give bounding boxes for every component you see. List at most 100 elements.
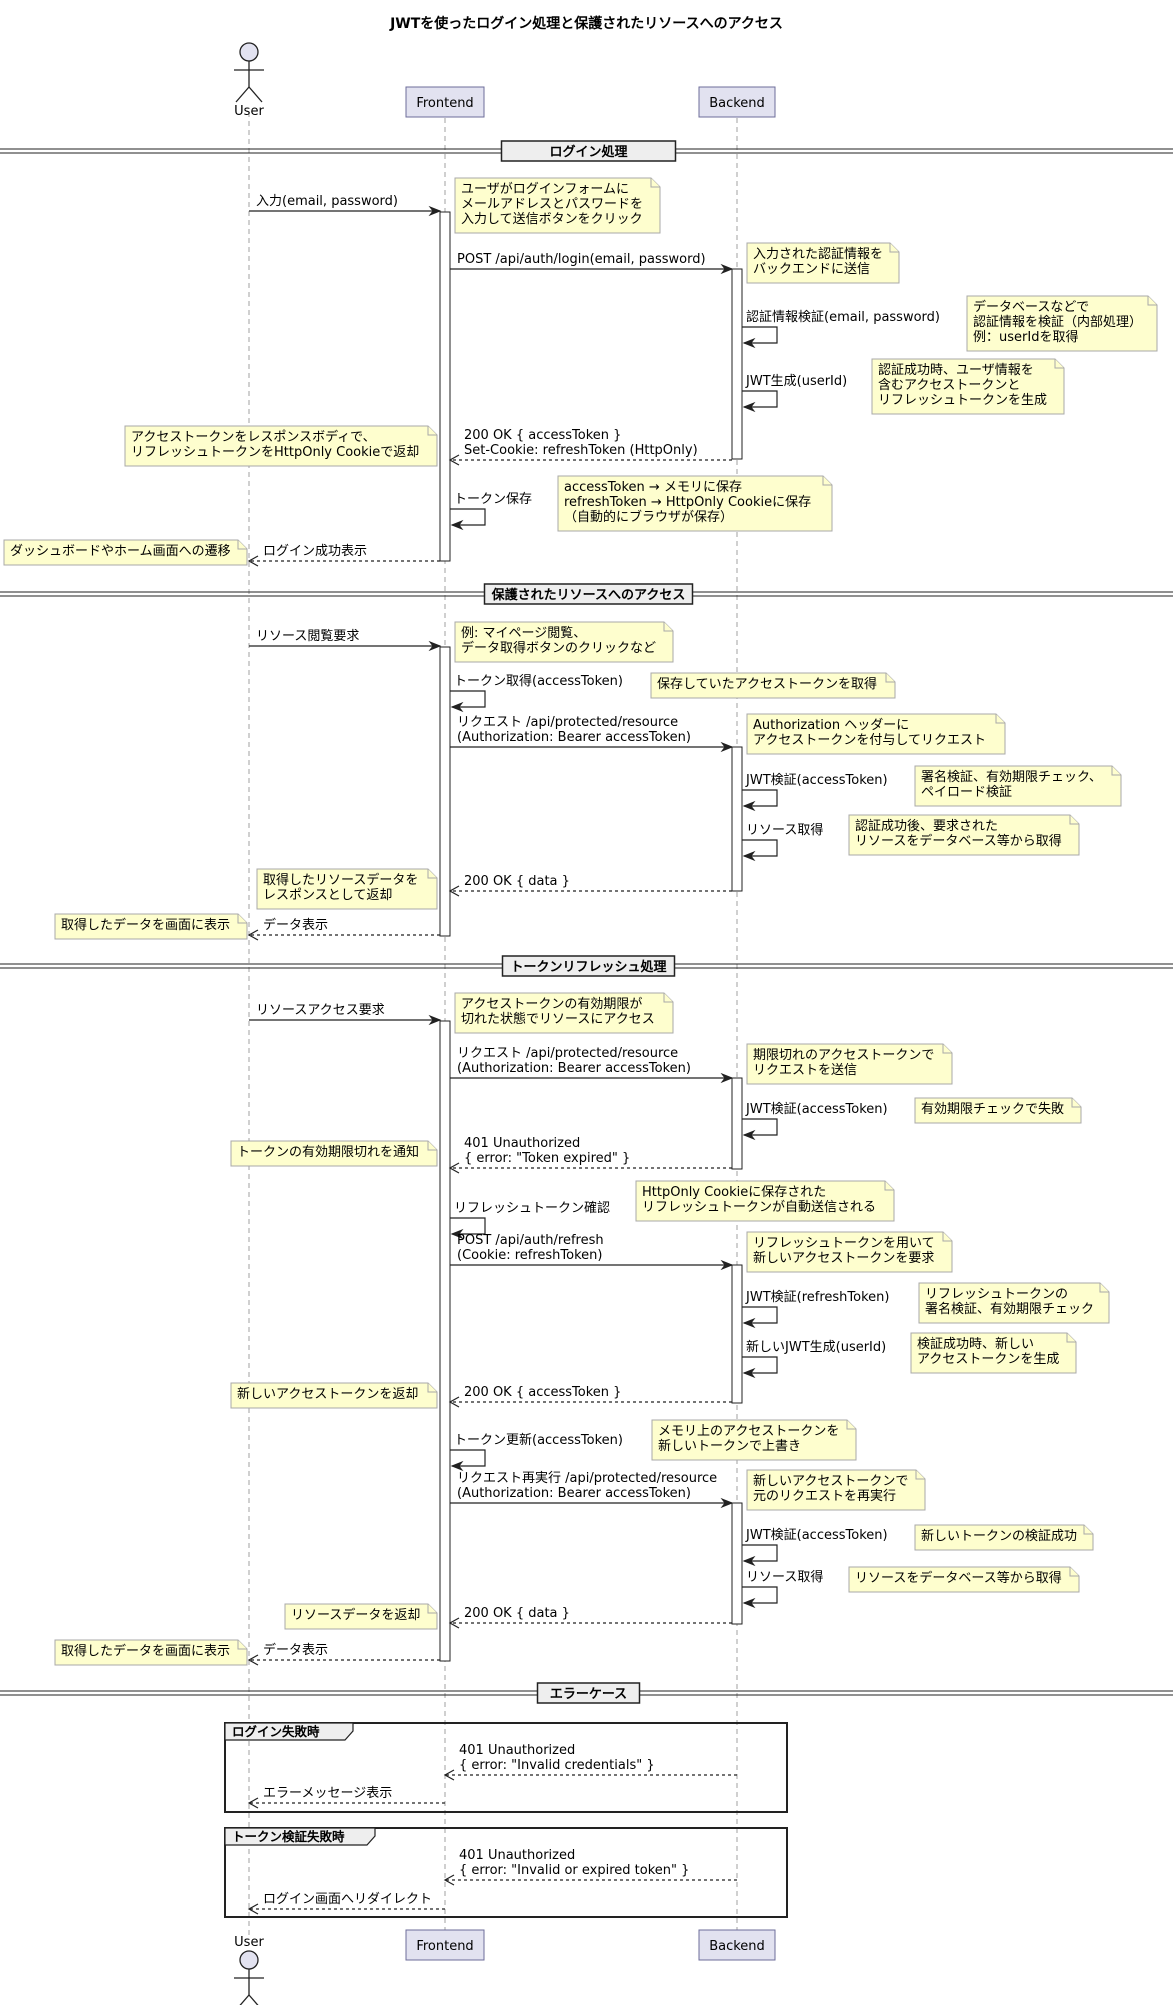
message-m19: リフレッシュトークン確認 [450,1200,610,1240]
arrowhead-icon [450,519,464,531]
message-label: POST /api/auth/refresh [457,1233,604,1248]
note-text: 例：userIdを取得 [973,329,1078,345]
note-box [746,1231,953,1273]
note-box [746,1469,926,1511]
self-message-line [742,1118,778,1136]
arrowhead-icon [450,1228,464,1240]
note-n23: 新しいアクセストークンを返却 [230,1382,438,1409]
message-label: Set-Cookie: refreshToken (HttpOnly) [464,443,698,458]
message-m21: JWT検証(refreshToken) [742,1290,889,1329]
message-m24: トークン更新(accessToken) [450,1432,623,1472]
message-m20: POST /api/auth/refresh(Cookie: refreshTo… [450,1233,734,1271]
section-title: ログイン処理 [549,144,627,160]
note-box [230,1382,438,1409]
message-label: 200 OK { data } [464,1606,570,1621]
note-text: accessToken → メモリに保存 [564,480,742,495]
participant-backend-bottom-label: Backend [709,1939,765,1954]
note-box [454,992,674,1034]
message-label: (Authorization: Bearer accessToken) [457,1486,691,1501]
group-tab [224,1722,354,1741]
message-m9: トークン取得(accessToken) [450,673,623,713]
self-message-line [742,1306,778,1324]
message-label: トークン取得(accessToken) [454,673,623,689]
note-text: 新しいトークンで上書き [658,1438,801,1454]
arrowhead-icon [428,640,442,652]
note-box [871,358,1065,415]
note-fold [427,1604,437,1614]
message-label: POST /api/auth/login(email, password) [457,252,706,267]
note-text: 検証成功時、新しい [917,1336,1034,1352]
message-label: リソースアクセス要求 [256,1003,385,1018]
note-fold [427,1141,437,1151]
message-label: JWT生成(userId) [745,374,847,389]
message-label: リクエスト /api/protected/resource [457,1046,678,1061]
note-box [284,1603,438,1630]
note-box [914,1097,1082,1124]
note-box [230,1140,438,1167]
note-box [635,1180,895,1222]
message-label: リソース取得 [746,822,823,838]
message-m4: JWT生成(userId) [742,374,847,413]
message-label: JWT検証(accessToken) [745,1102,888,1117]
arrowhead-icon [247,929,259,941]
note-box [454,177,661,234]
note-fold [663,993,673,1003]
message-label: エラーメッセージ表示 [263,1786,392,1801]
message-m31: エラーメッセージ表示 [247,1786,445,1809]
arrowhead-icon [448,1617,460,1629]
note-box [124,425,438,467]
note-fold [822,476,832,486]
message-m10: リクエスト /api/protected/resource(Authorizat… [450,715,734,753]
note-n27: リソースをデータベース等から取得 [848,1566,1080,1593]
note-text: 含むアクセストークンと [878,377,1020,393]
note-box [746,1043,953,1085]
note-box [651,1419,857,1461]
message-m6: トークン保存 [450,492,532,531]
arrowhead-icon [720,1072,734,1084]
note-text: 新しいアクセストークンを返却 [237,1386,418,1402]
note-fold [650,178,660,188]
participant-backend-bottom-box [698,1929,776,1961]
section-title: トークンリフレッシュ処理 [510,959,666,975]
note-text: 元のリクエストを再実行 [753,1488,896,1504]
section-login: ログイン処理 [0,140,1173,162]
note-box [54,1639,248,1666]
separator-box [500,140,677,162]
message-m1: 入力(email, password) [249,194,442,217]
note-text: 切れた状態でリソースにアクセス [461,1011,655,1027]
arrowhead-icon [448,1396,460,1408]
note-text: 入力して送信ボタンをクリック [461,212,643,227]
note-n17: 有効期限チェックで失敗 [914,1097,1082,1124]
note-fold [663,622,673,632]
self-message-line [742,839,778,857]
message-m2: POST /api/auth/login(email, password) [450,252,734,275]
message-m11: JWT検証(accessToken) [742,773,888,812]
message-label: データ表示 [263,1642,328,1658]
message-label: JWT検証(refreshToken) [745,1290,889,1305]
separator-box [483,583,694,605]
actor-leg-right [248,86,263,103]
note-fold [884,1181,894,1191]
message-m13: 200 OK { data } [448,874,732,897]
note-text: 取得したデータを画面に表示 [61,1643,230,1659]
note-text: リフレッシュトークンを生成 [878,393,1047,408]
note-fold [1066,1333,1076,1343]
note-fold [942,1044,952,1054]
message-label: リソース閲覧要求 [256,628,359,644]
self-message-line [450,1217,486,1235]
note-fold [1054,359,1064,369]
note-text: メールアドレスとパスワードを [461,197,643,212]
message-label: 入力(email, password) [256,194,398,209]
note-text: 保存していたアクセストークンを取得 [657,676,877,692]
note-n7: ダッシュボードやホーム画面への遷移 [3,539,248,566]
self-message-line [742,390,778,408]
participant-user-label: User [234,104,264,119]
note-text: データ取得ボタンのクリックなど [461,640,656,656]
arrowhead-icon [742,850,756,862]
note-fold [1111,766,1121,776]
arrowhead-icon [448,885,460,897]
